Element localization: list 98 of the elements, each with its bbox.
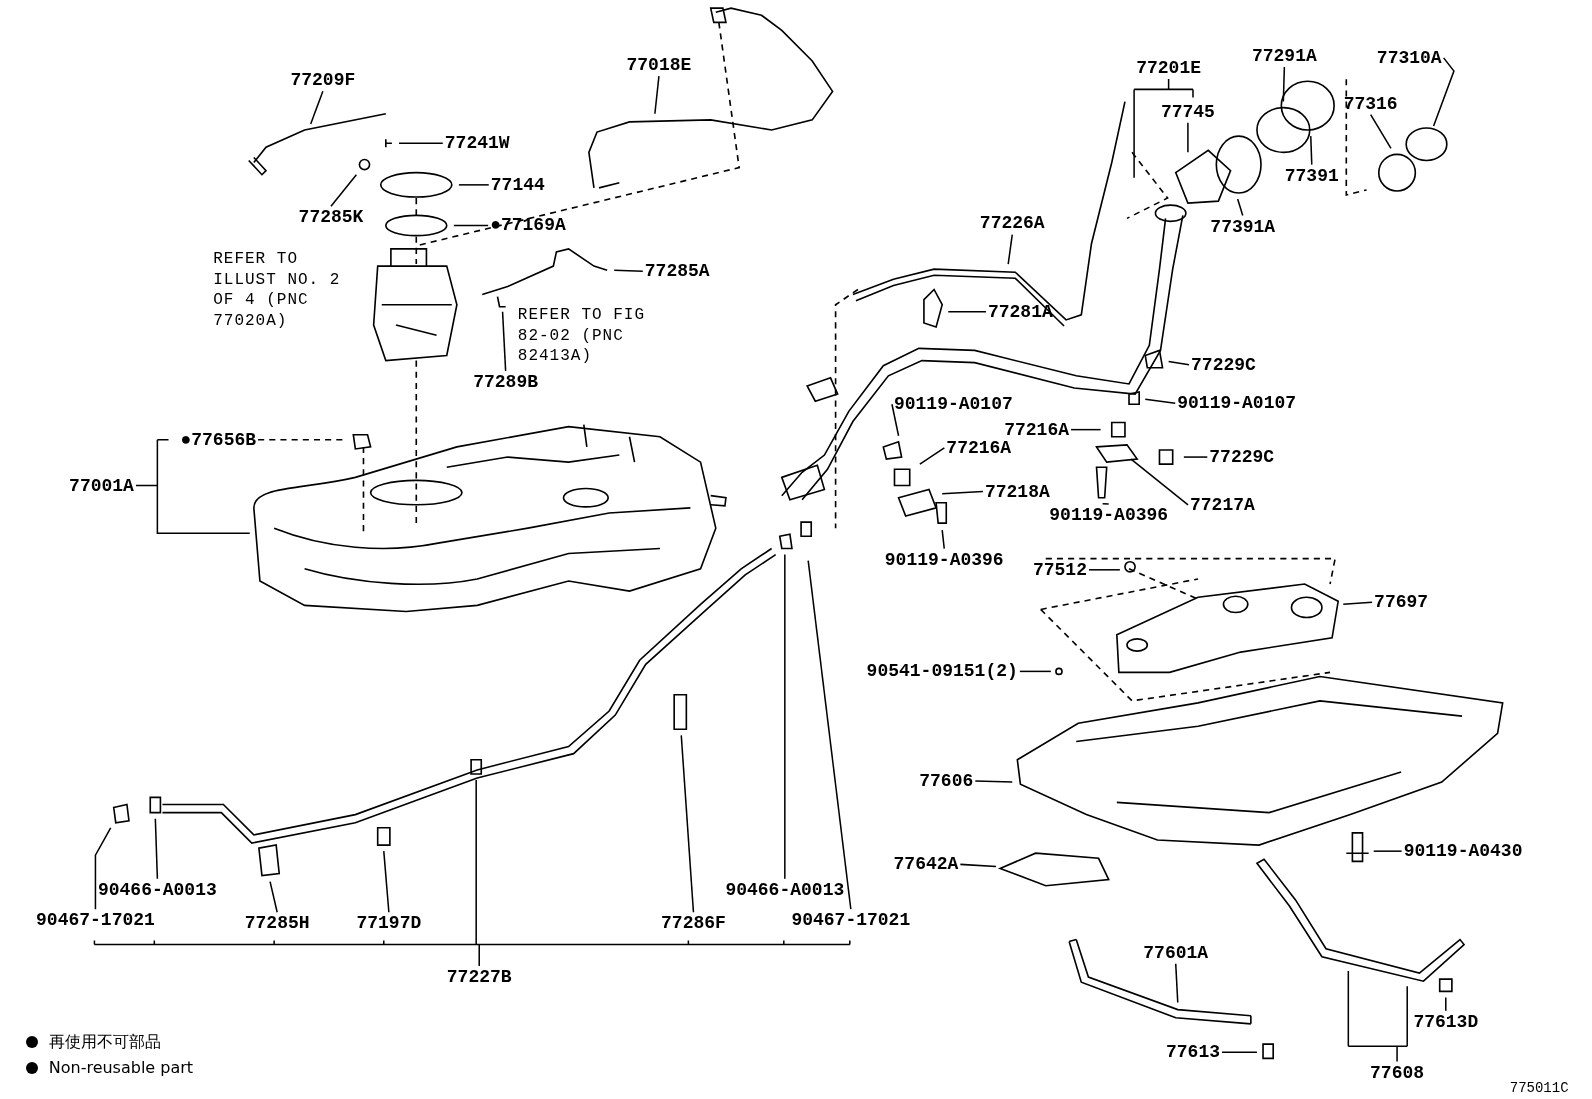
figure-code: 775011C [1509,1078,1569,1097]
leader-line [680,734,695,913]
part-number: 77229C [1191,355,1256,374]
leader-line [1070,428,1102,431]
part-number: 77227B [446,968,512,987]
part-number: 90119-A0107 [1177,394,1297,413]
leader-line [135,439,251,534]
leader-line [458,184,490,186]
leader-line [453,224,489,227]
part-number: 77285H [244,914,310,933]
leader-line [1236,198,1244,217]
part-number: 77217A [1190,495,1255,514]
leader-line [1342,601,1373,606]
part-number: 77391A [1210,217,1276,236]
leader-line [93,779,851,967]
reference-note: REFER TO ILLUST NO. 2 OF 4 (PNC 77020A) [213,248,342,333]
part-number: 77289B [473,372,538,391]
leader-line [1174,963,1179,1004]
part-number: 77613 [1166,1043,1220,1062]
part-number: 77226A [979,214,1045,233]
part-number: 90466-A0013 [725,880,845,899]
part-number: 77281A [987,302,1053,321]
part-number: 90119-A0430 [1403,842,1523,861]
leader-line [154,817,159,880]
part-number: 77642A [893,855,959,874]
leader-line [941,490,984,495]
leader-line [941,529,945,550]
leader-line [1183,456,1209,458]
leader-line [1101,503,1110,505]
leader-line [919,447,946,465]
part-number: 77209F [290,71,356,90]
leader-line [330,173,358,208]
part-number: 77216A [1004,420,1070,439]
leader-line [1432,57,1455,127]
part-number: 77391 [1284,166,1339,185]
part-number: 77285A [644,262,710,281]
leader-line [1221,1051,1258,1054]
part-number: 90119-A0107 [893,395,1013,414]
leader-line [309,90,324,125]
legend-text: Non-reusable part [48,1060,194,1077]
leader-line [1167,360,1190,366]
leader-line [1187,122,1189,154]
leader-line [891,403,900,437]
part-number: 77218A [984,482,1050,501]
part-number: ●77656B [180,430,257,449]
leader-line [959,863,997,868]
leader-line [1369,113,1392,150]
part-number: 90466-A0013 [97,880,217,899]
part-number: 77291A [1251,46,1317,65]
leader-line [1088,569,1121,571]
part-number: 90541-09151(2) [866,662,1018,681]
part-number: 77310A [1376,48,1442,67]
leader-line [1144,398,1176,404]
part-number: 90119-A0396 [884,550,1004,569]
part-number: 77216A [946,438,1012,457]
part-number: 77606 [919,772,974,791]
part-number: 77512 [1032,560,1087,579]
leader-line [501,311,507,372]
leader-line [1310,135,1313,166]
leader-line [1372,850,1403,852]
part-number: 77001A [69,476,134,495]
part-number: 77601A [1143,943,1209,962]
part-number: 90467-17021 [36,911,155,930]
part-number: 77229C [1209,448,1275,467]
leader-line [784,553,786,880]
part-number: 77608 [1370,1063,1425,1082]
reference-note: REFER TO FIG 82-02 (PNC 82413A) [517,304,646,368]
leader-line [398,142,444,144]
part-number: 77018E [626,56,692,74]
leader-line [383,850,390,913]
part-number: 90467-17021 [791,911,911,930]
leader-line [974,780,1013,783]
leader-line [654,75,660,115]
leader-line [947,311,987,313]
leader-line [807,559,852,910]
leader-line [1282,66,1286,103]
part-number: ●77169A [490,216,566,235]
part-number: 77144 [490,175,545,194]
leader-line [1445,996,1447,1012]
part-number: 77201E [1136,59,1201,78]
leader-line [1130,458,1189,506]
leader-line [1133,78,1194,179]
part-number: 77697 [1374,593,1429,612]
part-number: 77241W [444,134,510,153]
part-number: 77285K [298,208,364,227]
part-number: 77286F [661,914,726,933]
part-number: 90119-A0396 [1049,505,1169,524]
legend-text: 再使用不可部品 [48,1034,161,1050]
leader-line [1347,970,1408,1063]
leader-line [1019,670,1052,673]
part-number: 77613D [1413,1012,1479,1031]
leader-line [94,827,112,910]
leader-line [269,880,278,913]
part-number: 77197D [356,914,422,933]
part-number: 77745 [1160,102,1215,121]
leader-line [613,269,644,272]
part-number: 77316 [1343,94,1398,113]
leader-line [1007,233,1013,265]
